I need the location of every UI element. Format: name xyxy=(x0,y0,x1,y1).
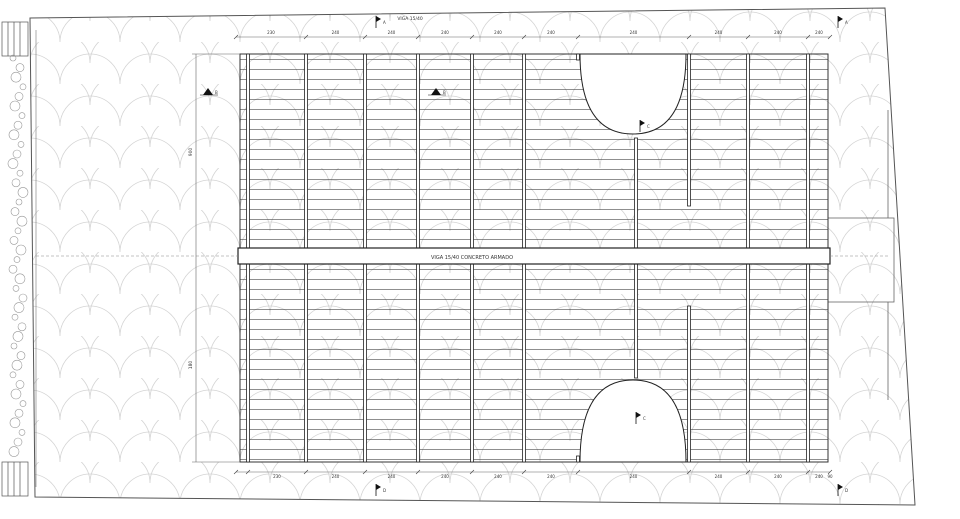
section-marker: B xyxy=(200,88,218,96)
section-markers: A A B B C C D D xyxy=(200,16,848,496)
pebble xyxy=(11,359,23,371)
pebble xyxy=(15,198,23,206)
pebble xyxy=(16,169,24,177)
slab-lower xyxy=(239,263,829,463)
pebble xyxy=(17,187,29,198)
bottom-dimension: 240 xyxy=(547,474,555,479)
pebble xyxy=(17,322,27,332)
pebble xyxy=(15,244,27,256)
pebble xyxy=(10,388,22,400)
pebble xyxy=(9,54,17,62)
opening-upper xyxy=(579,53,687,135)
pebble-strip xyxy=(7,54,29,457)
top-dimension: 240 xyxy=(441,30,449,35)
pebble xyxy=(13,437,23,447)
bottom-dimension: 240 xyxy=(630,474,638,479)
pebble xyxy=(19,83,27,91)
pebble xyxy=(12,331,24,342)
pebble xyxy=(9,371,17,379)
svg-text:D: D xyxy=(845,488,848,493)
top-dimension: 240 xyxy=(388,30,396,35)
pebble xyxy=(18,293,28,303)
pebble xyxy=(8,446,20,457)
steps-bottom xyxy=(1,461,29,497)
top-dimension: 240 xyxy=(774,30,782,35)
pebble xyxy=(10,207,20,216)
section-marker: C xyxy=(639,120,650,132)
pebble xyxy=(14,227,22,235)
pebble xyxy=(16,215,28,227)
section-marker: C xyxy=(635,412,646,424)
left-dim-upper: 900 xyxy=(188,148,194,157)
slab-upper xyxy=(239,53,829,249)
pebble xyxy=(11,178,21,188)
beam-7 xyxy=(576,53,580,463)
pebble xyxy=(13,120,23,130)
steps-top xyxy=(1,21,29,57)
dimension-lines xyxy=(192,36,830,473)
pebble xyxy=(16,351,26,360)
bottom-dimension: 240 xyxy=(441,474,449,479)
pebble xyxy=(12,149,22,159)
bottom-dimension: 90 xyxy=(827,474,833,479)
pebble xyxy=(15,63,25,72)
pebble xyxy=(14,273,26,285)
svg-text:A: A xyxy=(383,20,386,25)
top-dimension: 230 xyxy=(267,30,275,35)
pebble xyxy=(18,429,26,436)
pebble xyxy=(7,158,19,169)
beam-9 xyxy=(687,53,691,463)
svg-text:C: C xyxy=(647,124,650,129)
pebble xyxy=(13,256,21,263)
pebble xyxy=(8,264,18,274)
top-dimension: 240 xyxy=(332,30,340,35)
central-beam xyxy=(237,247,831,265)
section-marker: A xyxy=(375,16,386,28)
dimension-labels: 230 240 240 240 240 240 240 240 240 240 230 240 240 2… xyxy=(233,30,833,479)
left-dim-lower: 180 xyxy=(188,361,194,370)
bottom-dimension: 240 xyxy=(388,474,396,479)
top-beam-label: VIGA 15/40 xyxy=(397,16,423,22)
section-marker: D xyxy=(375,484,386,496)
pebble xyxy=(11,313,19,321)
bottom-dimension: 240 xyxy=(715,474,723,479)
bottom-dimension: 240 xyxy=(815,474,823,479)
top-dimension: 240 xyxy=(547,30,555,35)
pebble xyxy=(8,129,20,141)
pebble xyxy=(9,417,21,429)
section-marker: A xyxy=(837,16,848,28)
pebble xyxy=(10,71,22,83)
section-marker: B xyxy=(428,88,446,96)
pebble xyxy=(18,112,26,119)
svg-text:B: B xyxy=(443,90,446,95)
svg-text:B: B xyxy=(215,90,218,95)
pebble xyxy=(17,141,25,148)
top-dimension: 240 xyxy=(815,30,823,35)
pebble xyxy=(12,285,20,292)
svg-text:C: C xyxy=(643,416,646,421)
pebble xyxy=(14,408,24,418)
svg-text:A: A xyxy=(845,20,848,25)
pebble xyxy=(19,400,27,407)
top-dimension: 240 xyxy=(494,30,502,35)
bottom-dimension: 240 xyxy=(494,474,502,479)
section-marker: D xyxy=(837,484,848,496)
top-dimension: 240 xyxy=(715,30,723,35)
bottom-dimension: 230 xyxy=(273,474,281,479)
svg-text:D: D xyxy=(383,488,386,493)
pebble xyxy=(15,380,25,389)
bottom-dimension: 240 xyxy=(332,474,340,479)
top-dimension: 240 xyxy=(630,30,638,35)
opening-lower xyxy=(579,379,687,463)
bottom-dimension: 240 xyxy=(774,474,782,479)
pebble xyxy=(9,236,19,245)
central-beam-label: VIGA 15/40 CONCRETO ARMADO xyxy=(431,255,513,261)
pebble xyxy=(10,342,18,350)
pebble xyxy=(14,92,24,101)
pebble xyxy=(9,100,21,112)
pebble xyxy=(13,302,25,313)
